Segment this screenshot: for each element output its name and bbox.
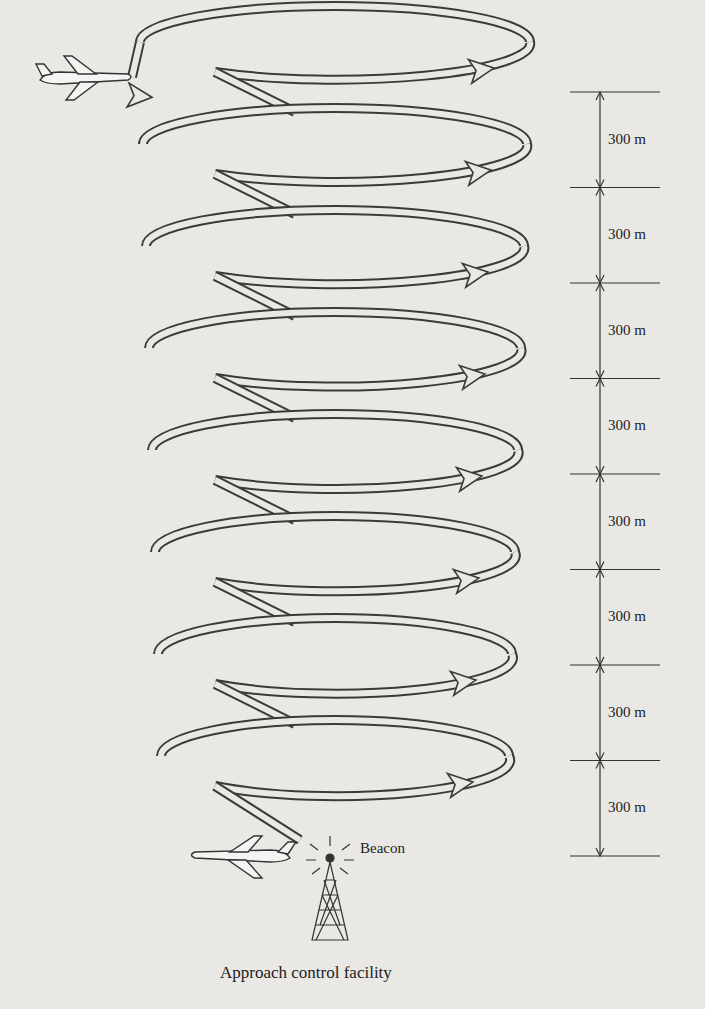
arrowhead (453, 566, 480, 593)
beacon-label: Beacon (360, 840, 405, 857)
loop-band-fill (132, 42, 140, 77)
arrowhead-shape (468, 56, 495, 83)
loop-band-edge (146, 210, 524, 246)
aircraft-bottom (192, 836, 297, 878)
dimension-arrow (596, 761, 604, 769)
loop-band-fill (161, 720, 509, 756)
loop-band-fill (143, 108, 527, 144)
arrowhead (447, 770, 474, 797)
dimension-tick (570, 187, 660, 188)
dimension-label: 300 m (608, 799, 646, 816)
loop-band-fill (152, 414, 518, 450)
loop-band-edge (215, 756, 510, 796)
dimension-arrow (596, 848, 604, 856)
arrowhead-shape (450, 668, 477, 695)
arrowhead (459, 362, 486, 389)
arrowhead (465, 158, 492, 185)
arrowhead-shape (462, 260, 489, 287)
dimension-label: 300 m (608, 608, 646, 625)
dimension-label: 300 m (608, 131, 646, 148)
loop-band-fill (215, 756, 510, 796)
dimension-arrow (596, 570, 604, 578)
loop-band-edge (140, 6, 530, 42)
dimension-tick (570, 569, 660, 570)
dimension-label: 300 m (608, 513, 646, 530)
dimension-tick (570, 664, 660, 665)
dimension-label: 300 m (608, 226, 646, 243)
arrowhead (456, 464, 483, 491)
facility-caption: Approach control facility (220, 964, 392, 983)
dimension-tick (570, 855, 660, 856)
arrowhead (450, 668, 477, 695)
loop-band-fill (215, 654, 513, 694)
loop-band-edge (161, 720, 509, 756)
arrowhead-shape (465, 158, 492, 185)
dimension-line (570, 92, 660, 856)
loop-band-edge (132, 42, 140, 77)
loop-band-edge (149, 312, 521, 348)
dimension-tick (570, 282, 660, 283)
loop-band-edge (158, 618, 512, 654)
loop-band-fill (140, 6, 530, 42)
arrowhead (468, 56, 495, 83)
beacon-symbol (306, 836, 354, 940)
loop-band-edge (215, 786, 300, 840)
arrowhead-shape (447, 770, 474, 797)
dimension-arrow (596, 665, 604, 673)
loop-band-edge (152, 414, 518, 450)
arrowhead-shape (127, 83, 153, 109)
loop-band-fill (146, 210, 524, 246)
arrowhead-shape (453, 566, 480, 593)
dimension-arrow (596, 188, 604, 196)
loop-band-fill (215, 552, 516, 591)
dimension-tick (570, 378, 660, 379)
arrowhead-shape (456, 464, 483, 491)
dimension-arrow (596, 92, 604, 100)
dimension-arrow (596, 283, 604, 291)
loop-band-fill (158, 618, 512, 654)
arrowhead (462, 260, 489, 287)
dimension-arrow (596, 474, 604, 482)
dimension-label: 300 m (608, 704, 646, 721)
holding-loops (127, 6, 530, 840)
loop-band-edge (215, 552, 516, 591)
dimension-tick (570, 473, 660, 474)
loop-band-fill (155, 516, 515, 552)
loop-band-fill (149, 312, 521, 348)
dimension-label: 300 m (608, 322, 646, 339)
aircraft-top (36, 56, 131, 100)
dimension-arrow (596, 379, 604, 387)
loop-band-fill (215, 786, 300, 840)
dimension-label: 300 m (608, 417, 646, 434)
loop-band-edge (143, 108, 527, 144)
loop-band-edge (215, 654, 513, 694)
arrowhead-shape (459, 362, 486, 389)
dimension-tick (570, 760, 660, 761)
loop-band-edge (155, 516, 515, 552)
dimension-tick (570, 91, 660, 92)
arrowhead (127, 83, 153, 109)
